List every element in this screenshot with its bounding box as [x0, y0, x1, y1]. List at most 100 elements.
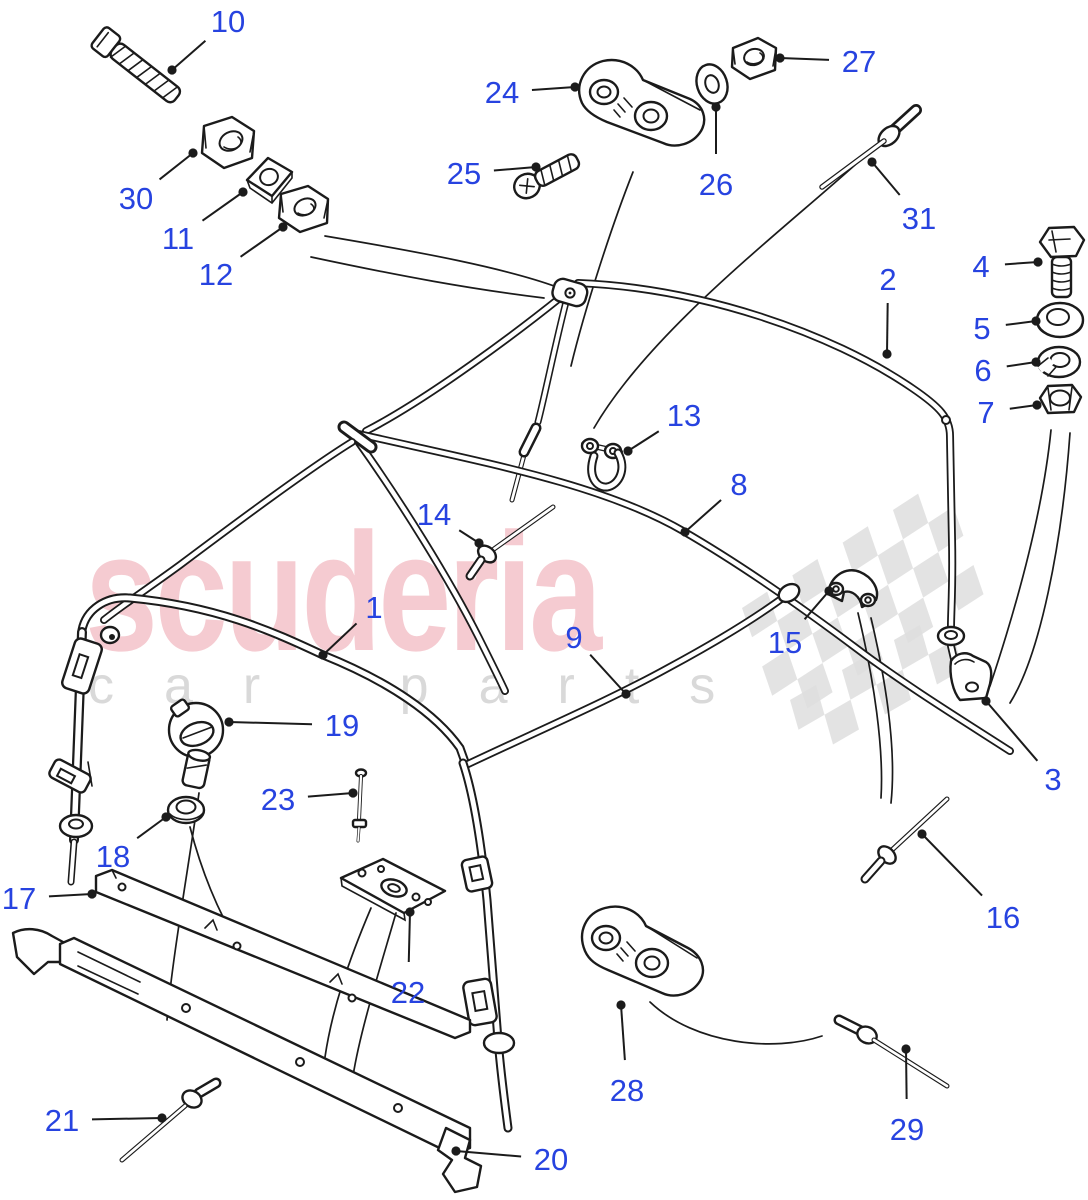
leader-line-20	[455, 1150, 522, 1158]
flag-cell	[897, 597, 934, 644]
part-14-rivet	[465, 504, 556, 581]
leader-line-2	[886, 302, 889, 355]
part-23-pin	[351, 768, 368, 843]
leader-dot-27	[775, 53, 785, 63]
callout-label-18: 18	[96, 839, 130, 874]
callout-label-29: 29	[890, 1112, 924, 1147]
leader-dot-22	[405, 907, 415, 917]
part-31-rivet	[819, 104, 922, 190]
locating-curve-bracket24	[570, 171, 634, 367]
leader-line-18	[136, 816, 167, 840]
leader-line-27	[779, 57, 830, 61]
flag-cell	[877, 539, 914, 585]
flag-cell	[928, 506, 964, 553]
leader-line-15	[803, 590, 830, 620]
part-18-grommet	[166, 795, 206, 825]
leader-dot-15	[824, 586, 834, 596]
leader-dot-16	[917, 829, 927, 839]
leader-line-31	[871, 161, 901, 196]
part-10-bolt	[90, 26, 182, 104]
front-left-hinge-bracket	[61, 637, 103, 695]
leader-line-8	[684, 499, 722, 533]
part-15-clip	[826, 569, 879, 609]
flag-cell	[893, 625, 929, 670]
part-6-spring-washer	[1036, 345, 1082, 379]
callout-label-8: 8	[730, 467, 747, 502]
leader-dot-21	[157, 1113, 167, 1123]
callout-label-24: 24	[485, 75, 519, 110]
leader-dot-10	[167, 65, 177, 75]
leader-dot-3	[981, 696, 991, 706]
part-7-nut	[1038, 383, 1083, 415]
leader-dot-20	[451, 1146, 461, 1156]
leader-line-22	[407, 911, 411, 963]
leader-dot-8	[680, 527, 690, 537]
locating-curve-rivet31	[593, 154, 867, 429]
leader-dot-14	[474, 538, 484, 548]
leader-line-21	[91, 1117, 163, 1121]
leader-dot-23	[348, 788, 358, 798]
leader-dot-26	[711, 102, 721, 112]
part-26-washer	[695, 63, 729, 105]
flag-cell	[842, 526, 878, 572]
callout-label-28: 28	[610, 1073, 644, 1108]
part-24-hinge-plate	[578, 58, 706, 147]
checkered-flag-watermark-2	[790, 625, 963, 745]
leader-line-19	[228, 721, 313, 726]
flag-cell	[948, 564, 984, 611]
leader-dot-1	[318, 650, 328, 660]
callout-label-26: 26	[699, 167, 733, 202]
leader-dot-6	[1031, 357, 1041, 367]
callout-label-13: 13	[667, 398, 701, 433]
part-22-plate	[339, 857, 447, 922]
leader-line-23	[307, 792, 354, 798]
flag-cell	[824, 699, 860, 745]
leader-dot-19	[224, 717, 234, 727]
callout-label-9: 9	[565, 620, 582, 655]
leader-dot-25	[531, 162, 541, 172]
front-left-leg-grommet-hole	[68, 818, 84, 830]
leader-dot-17	[87, 889, 97, 899]
part-27-nut	[730, 36, 778, 81]
leader-line-25	[493, 166, 537, 172]
leader-line-12	[239, 226, 284, 258]
callout-label-31: 31	[902, 201, 936, 236]
locating-curve-hardware-b	[1009, 432, 1071, 704]
part-29-rivet	[833, 1014, 950, 1089]
part-30-nut	[200, 115, 256, 170]
flag-cell	[762, 650, 798, 696]
leader-line-24	[531, 86, 576, 91]
callout-layer: 1234567891011121314151617181920212223242…	[2, 4, 1062, 1177]
flag-cell	[841, 655, 877, 700]
callout-label-25: 25	[447, 156, 481, 191]
locating-curve-hardware-a	[989, 429, 1052, 687]
leader-dot-2	[882, 349, 892, 359]
front-right-leg-collar	[482, 1031, 516, 1055]
leader-line-9	[589, 654, 627, 695]
flag-cell	[777, 604, 813, 651]
part-4-bolt	[1038, 225, 1086, 299]
callout-label-23: 23	[261, 782, 295, 817]
front-left-strap-bracket	[48, 758, 93, 794]
leader-line-6	[1006, 361, 1037, 368]
leader-line-5	[1005, 320, 1037, 326]
flag-cell	[792, 558, 828, 605]
locating-curve-nut12	[310, 256, 545, 299]
drawing-layer	[11, 26, 1086, 1194]
callout-label-4: 4	[972, 249, 989, 284]
locating-curve-clip15-b	[870, 617, 894, 804]
leader-line-16	[921, 833, 983, 897]
leader-dot-11	[238, 187, 248, 197]
leader-dot-31	[867, 157, 877, 167]
rail-sleeve	[777, 582, 801, 604]
leader-dot-30	[188, 148, 198, 158]
part-5-flat-washer	[1035, 301, 1085, 339]
part-20-long-rail	[11, 928, 483, 1194]
callout-label-22: 22	[391, 975, 425, 1010]
callout-label-16: 16	[986, 900, 1020, 935]
rear-left-cant-rail	[362, 293, 565, 435]
callout-label-14: 14	[417, 497, 451, 532]
callout-label-20: 20	[534, 1142, 568, 1177]
